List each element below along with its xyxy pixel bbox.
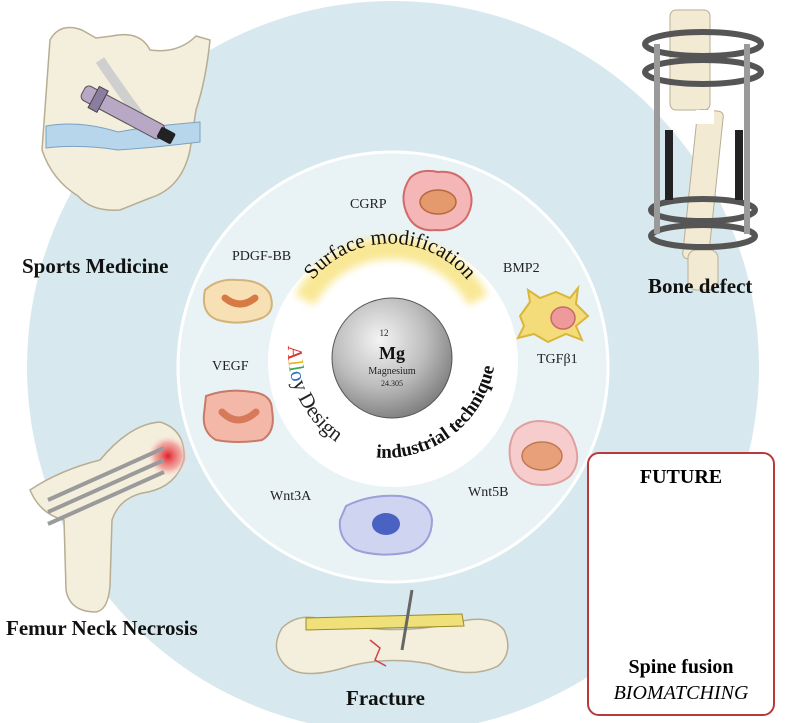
atomic-mass: 24.305: [381, 379, 403, 388]
element-symbol: Mg: [379, 343, 405, 363]
pdgf-bb-cell: [202, 278, 273, 324]
femur-neck-illustration: [29, 421, 190, 613]
label-cgrp: CGRP: [350, 197, 387, 212]
future-panel: FUTURE Spine fusion BIOMATCHING: [587, 452, 775, 716]
label-wnt5b: Wnt5B: [468, 485, 508, 500]
element-name: Magnesium: [368, 366, 415, 377]
vegf-cell: [202, 389, 274, 443]
future-biomatching: BIOMATCHING: [613, 682, 749, 704]
atomic-number: 12: [380, 328, 389, 338]
label-bmp2: BMP2: [503, 261, 540, 276]
magnesium-element-disc: 12 Mg Magnesium 24.305: [331, 297, 453, 419]
future-title: FUTURE: [639, 466, 723, 488]
label-tgfb1: TGFβ1: [537, 352, 578, 367]
label-wnt3a: Wnt3A: [270, 489, 312, 504]
alloy-design-letter: l: [283, 359, 308, 368]
wnt3a-cell: [338, 494, 434, 556]
future-spine-fusion: Spine fusion: [628, 656, 734, 678]
external-fixator-illustration: [642, 9, 764, 291]
label-fracture: Fracture: [346, 686, 425, 710]
surface-glow: [295, 237, 488, 306]
alloy-design-letter: A: [283, 345, 307, 361]
fracture-illustration: [275, 589, 509, 675]
label-bone-defect: Bone defect: [648, 274, 753, 298]
wnt5b-cell: [508, 420, 579, 486]
cgrp-cell: [402, 169, 473, 232]
label-pdgf-bb: PDGF-BB: [232, 249, 291, 264]
label-vegf: VEGF: [212, 359, 249, 374]
label-sports-medicine: Sports Medicine: [22, 254, 169, 278]
alloy-design-letter: l: [284, 363, 309, 373]
bmp2-tgfb1-cell: [516, 284, 590, 344]
label-femur-neck-necrosis: Femur Neck Necrosis: [6, 616, 198, 640]
knee-illustration: [41, 26, 211, 211]
